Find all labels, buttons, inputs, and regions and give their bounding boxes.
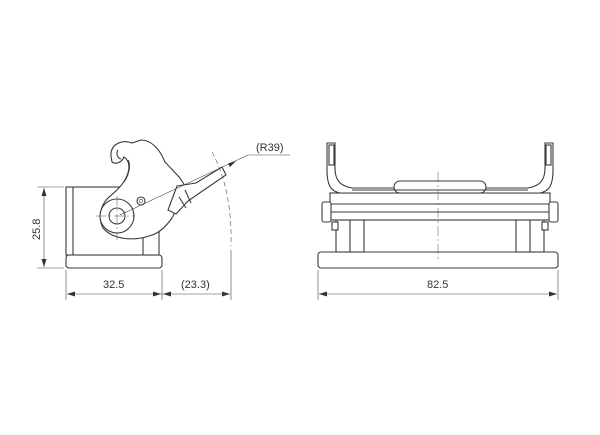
width-dimension: 32.5 [103, 279, 124, 291]
side-base-plate [65, 254, 163, 269]
height-dimension-group: 25.8 [31, 186, 64, 269]
height-dimension: 25.8 [31, 219, 43, 240]
radius-dimension: (R39) [256, 142, 284, 154]
lever-bail-left [326, 142, 401, 194]
side-view: (R39) [65, 139, 290, 269]
lever-grip [393, 180, 487, 194]
lever-bail-right [479, 142, 554, 194]
lever-offset-dimension: (23.3) [181, 279, 210, 291]
width-dimension-group: 32.5 (23.3) [65, 250, 232, 300]
side-pin-right [548, 201, 559, 223]
lever-swing-arc [211, 151, 232, 247]
front-width-dimension-group: 82.5 [317, 270, 559, 300]
front-view [317, 142, 559, 269]
front-width-dimension: 82.5 [427, 279, 448, 291]
front-housing-body [329, 192, 551, 221]
side-pin-left [321, 201, 332, 223]
front-base-plate [317, 251, 559, 269]
